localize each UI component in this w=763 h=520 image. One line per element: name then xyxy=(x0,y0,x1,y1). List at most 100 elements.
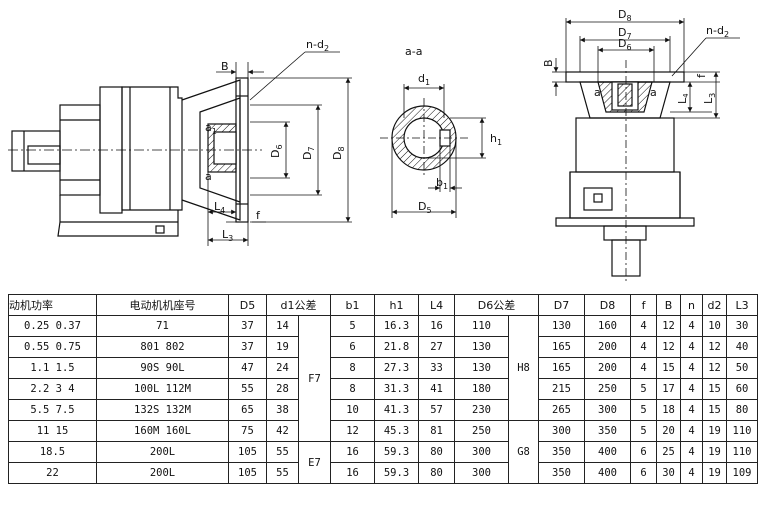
cell-d2: 12 xyxy=(702,336,728,358)
cell-D5: 75 xyxy=(228,420,267,442)
label-D5: D5 xyxy=(418,200,432,215)
cell-b1: 8 xyxy=(330,378,376,400)
cell-L4: 16 xyxy=(418,315,456,337)
cell-L3: 109 xyxy=(726,462,759,484)
cell-D5: 37 xyxy=(228,315,267,337)
header-D7: D7 xyxy=(538,294,586,316)
header-n: n xyxy=(680,294,704,316)
label-f: f xyxy=(256,209,261,222)
header-b1: b1 xyxy=(330,294,376,316)
label-a-left: a xyxy=(594,86,601,99)
cell-power: 2.2 3 4 xyxy=(8,378,97,400)
cell-D7: 215 xyxy=(538,378,586,400)
header-f: f xyxy=(630,294,658,316)
cell-d2: 12 xyxy=(702,357,728,379)
cell-d1: 14 xyxy=(266,315,299,337)
cell-b1: 8 xyxy=(330,357,376,379)
label-B-front: B xyxy=(542,59,555,67)
cell-motor-frame: 200L xyxy=(96,462,229,484)
cell-D8: 300 xyxy=(584,399,632,421)
cell-L4: 80 xyxy=(418,462,456,484)
cell-power: 18.5 xyxy=(8,441,97,463)
cell-L4: 27 xyxy=(418,336,456,358)
cell-D5: 65 xyxy=(228,399,267,421)
cell-power: 1.1 1.5 xyxy=(8,357,97,379)
cell-d1: 28 xyxy=(266,378,299,400)
cell-D6: 300 xyxy=(454,462,510,484)
table-header-row: 动机功率 电动机机座号 D5 d1公差 b1 h1 L4 D6公差 D7 D8 … xyxy=(8,294,759,316)
cell-D6: 110 xyxy=(454,315,510,337)
cell-h1: 21.8 xyxy=(374,336,420,358)
cell-f: 5 xyxy=(630,399,658,421)
cell-D6: 230 xyxy=(454,399,510,421)
label-L4: L4 xyxy=(214,200,225,215)
cell-L3: 50 xyxy=(726,357,759,379)
header-L3: L3 xyxy=(726,294,759,316)
cell-D8: 250 xyxy=(584,378,632,400)
front-view-labels: D8 D7 D6 n-d2 B a a f L4 L3 xyxy=(542,8,729,104)
cell-n: 4 xyxy=(680,357,704,379)
cell-D6: 300 xyxy=(454,441,510,463)
cell-D6-tolerance-lower: G8 xyxy=(508,420,540,484)
cell-D8: 400 xyxy=(584,462,632,484)
cell-motor-frame: 100L 112M xyxy=(96,378,229,400)
cell-B: 12 xyxy=(656,336,682,358)
cell-d2: 19 xyxy=(702,462,728,484)
label-n-d2: n-d2 xyxy=(306,38,329,53)
cell-h1: 59.3 xyxy=(374,462,420,484)
technical-drawing: B n-d2 a1 a L4 L3 f D6 D7 D8 a-a xyxy=(8,8,740,284)
cell-B: 12 xyxy=(656,315,682,337)
cell-power: 5.5 7.5 xyxy=(8,399,97,421)
cell-n: 4 xyxy=(680,462,704,484)
cell-L4: 57 xyxy=(418,399,456,421)
cell-L3: 110 xyxy=(726,420,759,442)
cell-b1: 10 xyxy=(330,399,376,421)
cell-D7: 350 xyxy=(538,441,586,463)
header-B: B xyxy=(656,294,682,316)
cell-D7: 165 xyxy=(538,336,586,358)
cell-L4: 80 xyxy=(418,441,456,463)
cell-b1: 12 xyxy=(330,420,376,442)
front-elevation-view xyxy=(552,18,740,284)
label-f-front: f xyxy=(695,73,708,78)
cell-D8: 400 xyxy=(584,441,632,463)
cell-D8: 200 xyxy=(584,357,632,379)
cell-motor-frame: 71 xyxy=(96,315,229,337)
cell-d1: 55 xyxy=(266,462,299,484)
cell-d2: 15 xyxy=(702,378,728,400)
side-view-labels: B n-d2 a1 a L4 L3 f D6 D7 D8 xyxy=(205,38,346,243)
cell-h1: 16.3 xyxy=(374,315,420,337)
spec-table: 动机功率 电动机机座号 D5 d1公差 b1 h1 L4 D6公差 D7 D8 … xyxy=(8,294,759,484)
cell-motor-frame: 132S 132M xyxy=(96,399,229,421)
cell-D7: 165 xyxy=(538,357,586,379)
cell-b1: 16 xyxy=(330,441,376,463)
cell-D8: 160 xyxy=(584,315,632,337)
header-L4: L4 xyxy=(418,294,456,316)
cell-d1: 19 xyxy=(266,336,299,358)
cell-h1: 45.3 xyxy=(374,420,420,442)
label-L3: L3 xyxy=(222,228,233,243)
section-view-labels: a-a d1 h1 b1 D5 xyxy=(405,45,502,215)
cell-motor-frame: 160M 160L xyxy=(96,420,229,442)
header-D8: D8 xyxy=(584,294,632,316)
cell-f: 4 xyxy=(630,315,658,337)
label-D7-front: D7 xyxy=(618,26,632,41)
cell-B: 20 xyxy=(656,420,682,442)
cell-D7: 265 xyxy=(538,399,586,421)
section-a-a-view xyxy=(380,84,486,218)
cell-D8: 200 xyxy=(584,336,632,358)
cell-L4: 33 xyxy=(418,357,456,379)
cell-d1-tolerance-upper: F7 xyxy=(297,315,332,442)
cell-power: 11 15 xyxy=(8,420,97,442)
cell-n: 4 xyxy=(680,378,704,400)
cell-D5: 105 xyxy=(228,441,267,463)
cell-h1: 31.3 xyxy=(374,378,420,400)
label-d1: d1 xyxy=(418,72,430,87)
header-motor-frame: 电动机机座号 xyxy=(96,294,229,316)
cell-d1: 38 xyxy=(266,399,299,421)
